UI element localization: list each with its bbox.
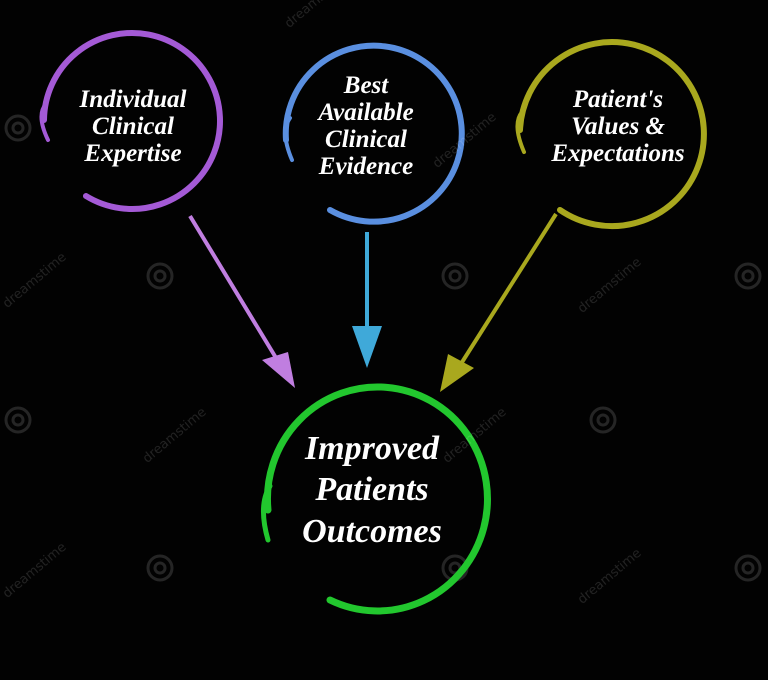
node-right-label: Patient's Values & Expectations: [528, 86, 708, 167]
node-result-line-2: Patients: [315, 471, 429, 509]
arrow-right-to-result: [440, 212, 558, 392]
node-middle-line-3: Clinical: [325, 126, 407, 153]
node-left-line-1: Individual: [79, 86, 187, 113]
node-result-line-1: Improved: [304, 430, 440, 467]
node-left-line-3: Expertise: [84, 140, 182, 167]
node-result-line-3: Outcomes: [302, 512, 442, 550]
arrow-middle-to-result: [352, 232, 382, 368]
circle-improved-patients-outcomes: [261, 383, 491, 615]
node-middle-line-4: Evidence: [318, 153, 414, 180]
node-left-line-2: Clinical: [92, 113, 174, 140]
watermark-spirals: [4, 114, 762, 582]
circle-best-available-clinical-evidence: [282, 42, 465, 225]
node-right-line-1: Patient's: [572, 86, 664, 113]
circle-individual-clinical-expertise: [39, 29, 223, 212]
node-middle-label: Best Available Clinical Evidence: [296, 72, 436, 180]
node-left-label: Individual Clinical Expertise: [58, 86, 208, 167]
node-right-line-2: Values &: [571, 113, 665, 140]
node-middle-line-2: Available: [318, 99, 414, 126]
node-result-label: Improved Patients Outcomes: [282, 428, 462, 552]
arrow-left-to-result: [188, 214, 295, 388]
circle-patients-values-expectations: [515, 39, 707, 230]
node-right-line-3: Expectations: [551, 140, 685, 167]
node-middle-line-1: Best: [343, 72, 389, 99]
